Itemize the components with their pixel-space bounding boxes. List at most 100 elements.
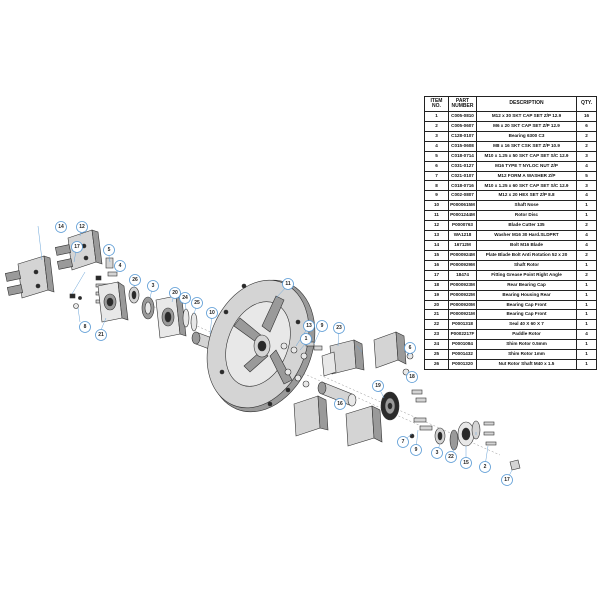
- cell-part-number: C015-0608: [448, 140, 477, 152]
- cell-part-number: 18474: [448, 269, 477, 281]
- balloon-20: 20: [169, 287, 181, 299]
- shim-rotor-1mm: [190, 312, 198, 332]
- cell-description: Bearing Housing Rear: [476, 289, 577, 301]
- balloon-23: 23: [333, 322, 345, 334]
- cell-part-number: P0000923M: [448, 279, 477, 291]
- balloon-18: 18: [406, 371, 418, 383]
- balloon-17b: 17: [501, 474, 513, 486]
- cell-part-number: P0000615M: [448, 200, 477, 212]
- cell-part-number: C002-0807: [448, 190, 477, 202]
- cell-part-number: C005-0810: [448, 111, 477, 122]
- cell-part-number: C021-0107: [448, 170, 477, 182]
- cell-item-no: 9: [424, 190, 449, 202]
- balloon-7: 7: [397, 436, 409, 448]
- cell-item-no: 10: [424, 200, 449, 212]
- cell-item-no: 17: [424, 269, 449, 281]
- cell-qty: 4: [576, 239, 597, 251]
- cell-description: Washer M16 30 Hard.SLDPRT: [476, 230, 577, 241]
- cell-qty: 1: [576, 299, 597, 311]
- balloon-1: 1: [300, 333, 312, 345]
- balloon-25: 25: [191, 297, 203, 309]
- cell-qty: 3: [576, 180, 597, 192]
- cell-description: Fitting Grease Point Right Angle: [476, 269, 577, 281]
- washers-nuts: [280, 341, 323, 388]
- svg-text:17: 17: [74, 244, 80, 250]
- balloon-17: 17: [71, 241, 83, 253]
- paddle-rotor: [373, 331, 407, 369]
- cell-part-number: P0000929M: [448, 259, 477, 271]
- balloon-14: 14: [55, 221, 67, 233]
- cell-item-no: 5: [424, 150, 449, 162]
- nut-rotor-shaft: [128, 286, 140, 304]
- shim-rotor-0.5mm: [182, 308, 190, 328]
- cell-item-no: 14: [424, 239, 449, 251]
- svg-text:17: 17: [504, 477, 510, 483]
- paddle-rotor: [345, 405, 383, 447]
- cell-item-no: 22: [424, 319, 449, 331]
- cell-part-number: C018-0714: [448, 150, 477, 162]
- cell-qty: 1: [576, 279, 597, 291]
- cell-item-no: 18: [424, 279, 449, 291]
- svg-text:7: 7: [402, 439, 405, 445]
- cell-description: M10 x 1.25 x 50 SKT CAP SET S/C 12.9: [476, 150, 577, 162]
- cell-item-no: 7: [424, 170, 449, 182]
- balloon-12: 12: [76, 221, 88, 233]
- cell-item-no: 26: [424, 359, 449, 370]
- cell-part-number: P0000922M: [448, 289, 477, 301]
- balloon-15: 15: [460, 457, 472, 469]
- balloon-24: 24: [179, 292, 191, 304]
- cell-item-no: 20: [424, 299, 449, 311]
- bearing: [141, 296, 155, 320]
- svg-text:10: 10: [209, 310, 215, 316]
- svg-text:26: 26: [132, 277, 138, 283]
- cell-description: Blade Cutter 135: [476, 220, 577, 232]
- balloon-10: 10: [206, 307, 218, 319]
- cell-part-number: C018-0716: [448, 180, 477, 192]
- cell-description: Bearing 6300 C3: [476, 130, 577, 142]
- svg-text:2: 2: [484, 464, 487, 470]
- balloon-22: 22: [445, 451, 457, 463]
- cell-part-number: P0000920M: [448, 299, 477, 311]
- balloon-3: 3: [147, 280, 159, 292]
- cell-part-number: P0001432: [448, 349, 477, 361]
- balloon-9: 9: [316, 320, 328, 332]
- cell-item-no: 8: [424, 180, 449, 192]
- cell-description: M12 x 20 HEX SET Z/P 8.8: [476, 190, 577, 202]
- cell-qty: 2: [576, 140, 597, 152]
- cell-qty: 5: [576, 170, 597, 182]
- cell-qty: 16: [576, 111, 597, 122]
- svg-text:21: 21: [98, 332, 104, 338]
- cell-description: M16 TYPE T NYLOC NUT Z/P: [476, 160, 577, 172]
- column-header-description: DESCRIPTION: [476, 96, 577, 112]
- cell-description: M10 x 1.25 x 60 SKT CAP SET S/C 12.9: [476, 180, 577, 192]
- cell-qty: 1: [576, 319, 597, 331]
- cell-description: Bolt M16 Blade: [476, 239, 577, 251]
- svg-text:8: 8: [84, 324, 87, 330]
- cell-part-number: C128-0107: [448, 130, 477, 142]
- svg-text:3: 3: [152, 283, 155, 289]
- svg-text:23: 23: [336, 325, 342, 331]
- cell-qty: 1: [576, 339, 597, 351]
- svg-text:22: 22: [448, 454, 454, 460]
- cell-item-no: 23: [424, 329, 449, 341]
- cell-description: Rear Bearing Cap: [476, 279, 577, 291]
- svg-text:13: 13: [306, 323, 312, 329]
- cell-description: Nut Rotor Shaft M40 x 1.5: [476, 359, 577, 370]
- paddle-rotor: [321, 339, 365, 377]
- cell-qty: 1: [576, 359, 597, 370]
- bearing-housing-rear: [380, 391, 400, 421]
